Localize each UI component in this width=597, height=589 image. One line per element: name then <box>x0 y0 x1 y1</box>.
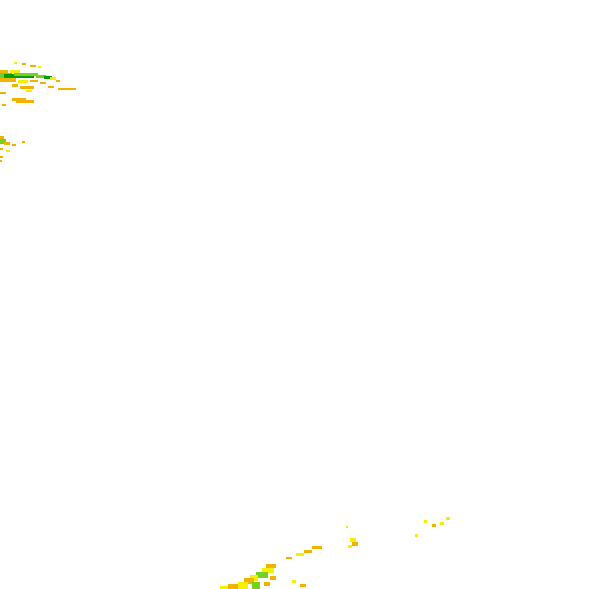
northwest-echo-light-5 <box>10 70 20 73</box>
northwest-echo-moderate-19 <box>48 86 54 88</box>
west-echo-moderate-26 <box>0 136 4 139</box>
southeast-echo-moderate-42 <box>352 542 358 546</box>
northwest-echo-moderate-23 <box>12 98 26 101</box>
west-echo-heavy-27 <box>0 139 6 144</box>
northwest-echo-moderate-15 <box>40 82 46 84</box>
northwest-echo-light-13 <box>18 80 28 83</box>
southeast-echo-heavy-50 <box>256 572 268 578</box>
southeast-echo-light-60 <box>292 580 296 583</box>
northwest-echo-moderate-22 <box>0 92 6 94</box>
radar-echo-cells <box>0 62 450 589</box>
northwest-echo-moderate-4 <box>0 70 8 73</box>
southeast-echo-heavy-54 <box>252 582 260 589</box>
southeast-echo-moderate-37 <box>432 524 436 527</box>
northwest-echo-moderate-20 <box>58 88 76 90</box>
southeast-echo-light-36 <box>424 520 427 523</box>
west-echo-moderate-30 <box>22 141 25 143</box>
northwest-echo-light-3 <box>38 66 41 68</box>
west-echo-moderate-31 <box>0 148 3 150</box>
southeast-echo-moderate-48 <box>266 564 276 568</box>
southeast-echo-moderate-47 <box>286 557 292 559</box>
northwest-echo-moderate-17 <box>12 84 18 87</box>
northwest-echo-light-21 <box>26 90 32 92</box>
northwest-echo-light-11 <box>50 77 56 80</box>
northwest-echo-moderate-18 <box>20 86 34 89</box>
southeast-echo-light-40 <box>346 526 348 528</box>
west-echo-moderate-34 <box>0 160 2 162</box>
northwest-echo-moderate-14 <box>30 80 38 82</box>
west-echo-moderate-28 <box>4 142 10 145</box>
southeast-echo-moderate-45 <box>304 550 312 553</box>
southeast-echo-light-38 <box>440 522 444 525</box>
west-echo-moderate-29 <box>12 144 16 146</box>
west-echo-moderate-33 <box>0 156 3 158</box>
southeast-echo-light-56 <box>220 586 228 589</box>
southeast-echo-moderate-52 <box>244 578 254 584</box>
southeast-echo-light-43 <box>348 545 352 548</box>
northwest-echo-moderate-12 <box>0 78 16 82</box>
southeast-echo-light-53 <box>238 582 248 589</box>
northwest-echo-heavy-8 <box>14 73 38 76</box>
west-echo-light-32 <box>6 150 10 152</box>
northwest-echo-moderate-1 <box>22 63 26 65</box>
southeast-echo-light-46 <box>296 553 304 556</box>
northwest-echo-moderate-24 <box>16 100 34 103</box>
southeast-echo-light-39 <box>415 534 418 537</box>
northwest-echo-moderate-2 <box>30 65 36 67</box>
southeast-echo-light-49 <box>262 568 274 573</box>
southeast-echo-moderate-59 <box>300 584 306 587</box>
southeast-echo-light-41 <box>350 538 356 542</box>
southeast-echo-moderate-57 <box>264 582 270 586</box>
northwest-echo-moderate-16 <box>56 80 60 82</box>
northwest-echo-heavy-9 <box>36 75 46 78</box>
southeast-echo-moderate-58 <box>270 576 276 580</box>
southeast-echo-light-35 <box>446 517 450 520</box>
northwest-echo-light-0 <box>14 62 17 64</box>
southeast-echo-moderate-44 <box>312 546 322 549</box>
northwest-echo-very_heavy-10 <box>44 76 52 79</box>
southeast-echo-moderate-55 <box>228 584 238 589</box>
northwest-echo-moderate-25 <box>2 104 6 106</box>
